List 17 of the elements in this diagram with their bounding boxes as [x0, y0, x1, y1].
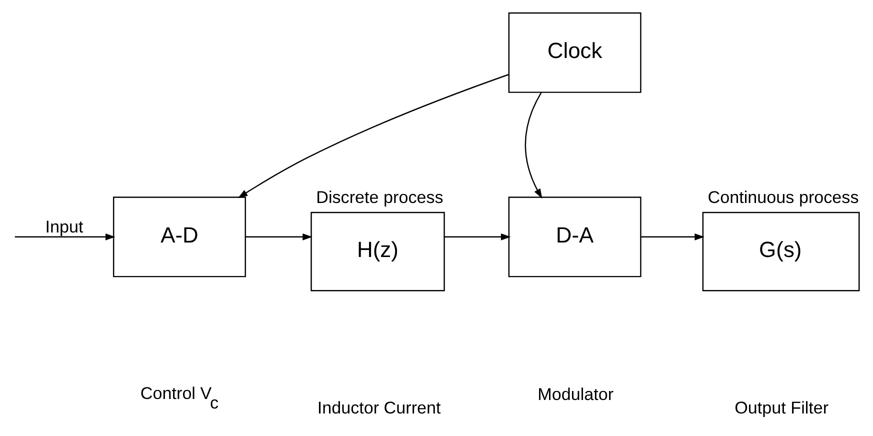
label: Inductor Current — [317, 398, 441, 418]
node-box: D-A — [508, 196, 642, 278]
label: Modulator — [538, 385, 614, 404]
arrow — [246, 233, 312, 240]
arrow — [238, 74, 509, 198]
arrow — [524, 92, 542, 199]
edge-label: Input — [45, 217, 84, 236]
arrow — [444, 233, 511, 240]
node-label: Continuous process — [708, 188, 859, 207]
node-box: A-D — [112, 196, 246, 278]
arrow — [14, 233, 116, 240]
node-label: Discrete process — [316, 188, 444, 207]
label: Output Filter — [734, 398, 829, 418]
node-box: H(z) — [310, 212, 445, 292]
node-box: Clock — [508, 12, 642, 93]
arrow — [641, 234, 704, 240]
node-box: G(s) — [702, 212, 860, 292]
